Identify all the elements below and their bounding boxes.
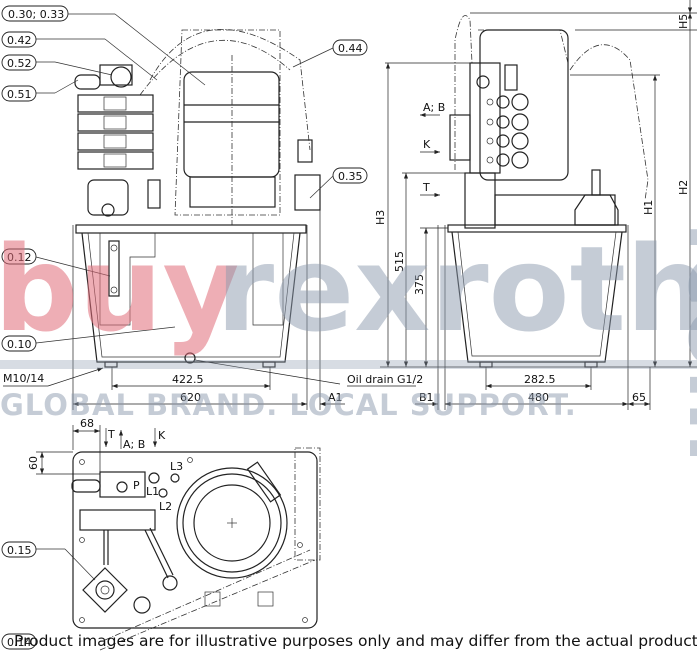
callout-044: 0.44	[338, 42, 363, 55]
dim-foot-spacing-front: 422.5	[172, 373, 204, 386]
top-view: 68 60 T A; B K L3 P L1 L2	[27, 417, 321, 651]
motor-flange	[176, 467, 288, 579]
dim-68: 68	[80, 417, 94, 430]
port-l3: L3	[170, 460, 183, 473]
watermark-buy: buy	[0, 220, 239, 358]
dim-515: 515	[393, 251, 406, 272]
callout-042: 0.42	[7, 34, 32, 47]
dim-b1: B1	[419, 391, 434, 404]
motor	[183, 55, 280, 225]
base-plate	[72, 451, 318, 629]
dim-h2: H2	[677, 180, 690, 195]
port-p: P	[133, 479, 140, 492]
watermark-slogan: GLOBAL BRAND. LOCAL SUPPORT.	[0, 388, 577, 422]
port-t-top: T	[107, 428, 115, 441]
front-view: 422.5 620 A1 M10/14 Oil drain G1/2	[3, 29, 423, 410]
dim-h5: H5	[677, 14, 690, 29]
dim-375: 375	[413, 274, 426, 295]
dim-foot-spacing-side: 282.5	[524, 373, 556, 386]
dim-60: 60	[27, 456, 40, 470]
dim-h1: H1	[642, 200, 655, 215]
callout-012: 0.12	[7, 251, 32, 264]
pump-flange	[82, 567, 128, 613]
callout-014: 0.14	[7, 636, 32, 649]
dim-width-side: 480	[528, 391, 549, 404]
terminal-box	[246, 461, 282, 503]
pressure-gauge	[110, 66, 132, 88]
port-k-top: K	[158, 429, 166, 442]
dim-width-front: 620	[180, 391, 201, 404]
callout-051: 0.51	[7, 88, 32, 101]
callouts: 0.30; 0.33 0.42 0.52 0.51 0.44 0.35 0.12…	[1, 5, 368, 650]
dim-a1: A1	[328, 391, 343, 404]
watermark: buy rexroth .com GLOBAL BRAND. LOCAL SUP…	[0, 220, 697, 463]
port-l1: L1	[146, 485, 159, 498]
watermark-com: .com	[668, 220, 697, 463]
callout-030: 0.30; 0.33	[8, 8, 64, 21]
side-view: H3 515 375 H1 H2 H5 A; B K T 282.5 480 B…	[374, 0, 697, 410]
disclaimer-text: Product images are for illustrative purp…	[14, 632, 697, 650]
mount-thread-label: M10/14	[3, 372, 44, 385]
port-ab-side: A; B	[423, 101, 445, 114]
oil-drain-label: Oil drain G1/2	[347, 373, 423, 386]
watermark-rexroth: rexroth	[216, 220, 697, 358]
oil-tank	[75, 224, 307, 368]
valve-block-side	[469, 62, 501, 174]
port-ab-top: A; B	[123, 438, 145, 451]
valve-stack	[74, 64, 161, 217]
dim-65: 65	[632, 391, 646, 404]
callout-010: 0.10	[7, 338, 32, 351]
callout-035: 0.35	[338, 170, 363, 183]
dim-h3: H3	[374, 210, 387, 225]
hose-front	[149, 29, 311, 151]
callout-015: 0.15	[7, 544, 32, 557]
port-t-side: T	[422, 181, 430, 194]
port-l2: L2	[159, 500, 172, 513]
oil-drain-plug	[184, 352, 196, 364]
callout-052: 0.52	[7, 57, 32, 70]
oil-level-gauge	[108, 240, 120, 297]
motor-side	[479, 29, 569, 181]
port-k-side: K	[423, 138, 431, 151]
